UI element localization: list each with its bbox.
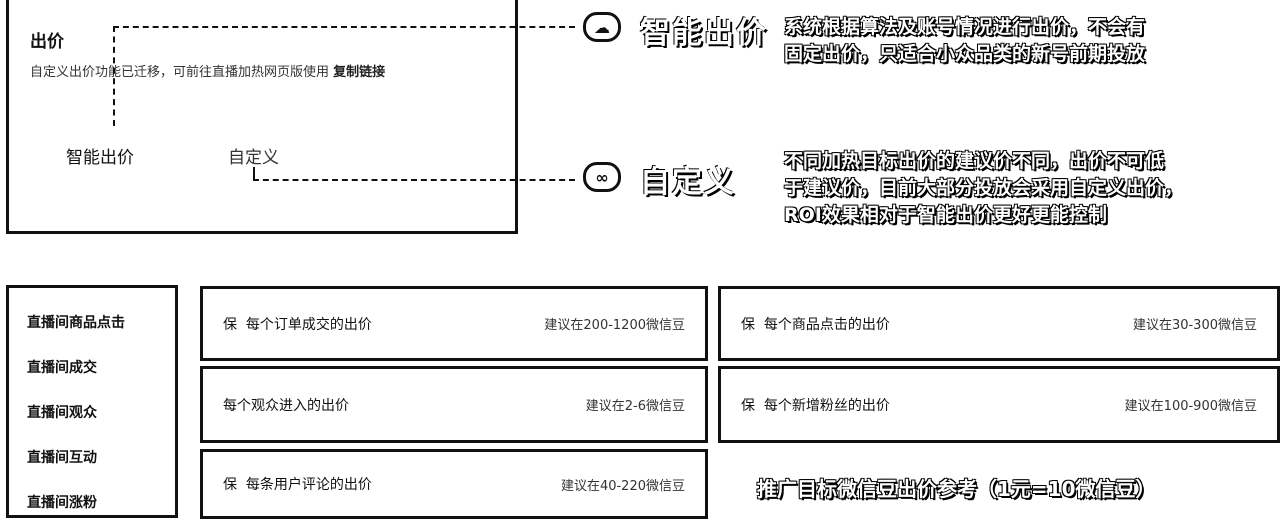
callout-line: ROI效果相对于智能出价更好更能控制 [784,204,1107,226]
card-suggestion: 建议在2-6微信豆 [585,399,685,414]
card-label: 保 每个新增粉丝的出价 [741,397,890,414]
cloud-link-icon: ☁ [583,12,621,42]
callout-description: 系统根据算法及账号情况进行出价，不会有 固定出价，只适合小众品类的新号前期投放 [784,14,1145,68]
target-item-product-click[interactable]: 直播间商品点击 [27,315,125,331]
bid-card-comment[interactable]: 保 每条用户评论的出价 建议在40-220微信豆 [200,449,708,519]
connector-line [253,179,575,181]
card-suggestion: 建议在40-220微信豆 [560,478,685,494]
card-label: 保 每个订单成交的出价 [223,316,372,333]
callout-description: 不同加热目标出价的建议价不同，出价不可低 于建议价，目前大部分投放会采用自定义出… [784,148,1183,229]
card-suggestion: 建议在200-1200微信豆 [544,318,685,333]
notice-text: 自定义出价功能已迁移，可前往直播加热网页版使用 [30,65,330,80]
connector-line [253,167,255,179]
bid-card-viewer[interactable]: 每个观众进入的出价 建议在2-6微信豆 [200,366,708,443]
card-suggestion: 建议在100-900微信豆 [1124,399,1257,414]
target-item-conversion[interactable]: 直播间成交 [27,360,97,376]
card-label: 每个观众进入的出价 [223,397,349,414]
target-item-interaction[interactable]: 直播间互动 [27,450,97,466]
callout-line: 固定出价，只适合小众品类的新号前期投放 [784,43,1146,65]
callout-line: 不同加热目标出价的建议价不同，出价不可低 [784,150,1165,172]
copy-link[interactable]: 复制链接 [333,65,386,80]
card-suggestion: 建议在30-300微信豆 [1132,318,1257,333]
bid-card-product-click[interactable]: 保 每个商品点击的出价 建议在30-300微信豆 [718,286,1280,361]
bid-reference-caption: 推广目标微信豆出价参考（1元=10微信豆） [757,477,1156,501]
bid-panel [6,0,518,234]
bid-card-new-follower[interactable]: 保 每个新增粉丝的出价 建议在100-900微信豆 [718,366,1280,443]
connector-line [113,26,575,28]
card-label: 保 每个商品点击的出价 [741,316,890,333]
promotion-target-list: 直播间商品点击 直播间成交 直播间观众 直播间互动 直播间涨粉 [6,285,178,518]
target-item-followers[interactable]: 直播间涨粉 [27,495,97,511]
migration-notice: 自定义出价功能已迁移，可前往直播加热网页版使用 复制链接 [30,62,480,84]
bid-card-order[interactable]: 保 每个订单成交的出价 建议在200-1200微信豆 [200,286,708,361]
option-smart-bid[interactable]: 智能出价 [66,148,134,168]
target-item-viewers[interactable]: 直播间观众 [27,405,97,421]
option-custom-bid[interactable]: 自定义 [228,148,279,168]
panel-title: 出价 [30,32,64,52]
card-label: 保 每条用户评论的出价 [223,477,372,493]
callout-line: 于建议价，目前大部分投放会采用自定义出价， [784,177,1184,199]
connector-line [113,26,115,126]
callout-title: 自定义 [640,165,736,200]
callout-title: 智能出价 [640,16,768,51]
link-icon: ∞ [583,162,621,192]
callout-line: 系统根据算法及账号情况进行出价，不会有 [784,16,1146,38]
